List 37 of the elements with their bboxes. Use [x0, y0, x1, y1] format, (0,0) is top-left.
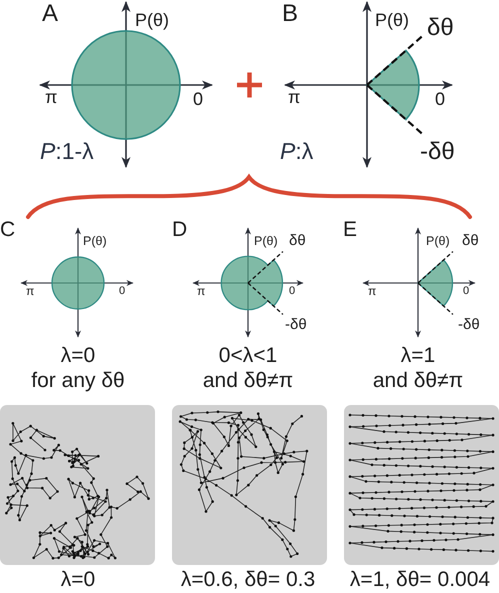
caption: λ=0: [60, 345, 96, 366]
caption: λ=1, δθ= 0.004: [350, 569, 490, 590]
angle-label: δθ: [427, 16, 454, 40]
axis-label: π: [368, 285, 376, 297]
axis-label: P(θ): [83, 235, 107, 248]
axis-label: P(θ): [254, 235, 278, 248]
caption: λ=0.6, δθ= 0.3: [180, 569, 316, 590]
axis-label: π: [288, 88, 300, 106]
axis-label: 0: [435, 90, 446, 108]
axis-label: 0: [289, 286, 296, 297]
caption: λ=0: [60, 569, 96, 590]
probability-label: P:1-λ: [40, 140, 94, 163]
caption: 0<λ<1: [218, 345, 278, 366]
angle-label: δθ: [289, 233, 306, 248]
angle-label: -δθ: [285, 317, 307, 332]
axis-label: P(θ): [375, 11, 410, 29]
axis-label: P(θ): [135, 11, 170, 29]
caption: and δθ≠π: [202, 370, 294, 391]
angle-label: -δθ: [420, 140, 455, 164]
panel-letter: E: [343, 219, 358, 240]
angle-label: δθ: [462, 233, 479, 248]
axis-label: π: [197, 285, 206, 297]
panel-letter: C: [0, 219, 16, 240]
caption: λ=1: [400, 345, 436, 366]
axis-label: π: [26, 285, 34, 297]
angle-label: -δθ: [458, 317, 480, 332]
axis-label: π: [45, 88, 58, 106]
axis-label: 0: [119, 286, 126, 297]
panel-letter: D: [172, 219, 188, 240]
caption: and δθ≠π: [372, 370, 464, 391]
panel-letter: A: [42, 2, 58, 26]
probability-label: P:λ: [280, 140, 314, 163]
axis-label: P(θ): [426, 235, 450, 248]
axis-label: 0: [463, 286, 470, 297]
caption: for any δθ: [31, 370, 125, 391]
panel-letter: B: [282, 2, 298, 26]
axis-label: 0: [193, 90, 204, 108]
